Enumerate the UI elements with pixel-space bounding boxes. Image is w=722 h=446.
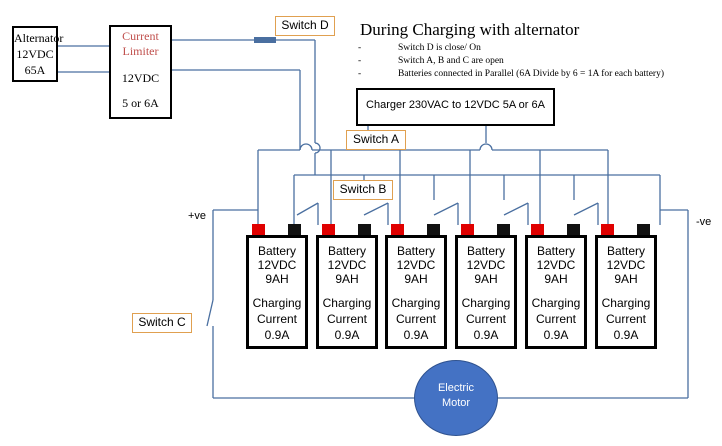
battery-current-label: Current: [535, 312, 576, 326]
negative-terminal: [567, 224, 580, 235]
positive-terminal: [601, 224, 614, 235]
battery-current-label: Current: [465, 312, 506, 326]
battery-voltage: 12VDC: [466, 258, 506, 272]
switch-a-label: Switch A: [346, 130, 406, 150]
charger-box: Charger 230VAC to 12VDC 5A or 6A: [356, 88, 555, 126]
battery-charging: Charging: [601, 296, 651, 310]
alternator-voltage: 12VDC: [16, 47, 54, 61]
battery-charging: Charging: [252, 296, 302, 310]
note-item: Switch D is close/ On: [358, 42, 664, 55]
switch-c-blade: [206, 299, 214, 327]
battery-current-label: Current: [326, 312, 367, 326]
battery-current-label: Current: [605, 312, 646, 326]
battery-capacity: 9AH: [614, 272, 638, 286]
limiter-title: Current Limiter: [122, 29, 159, 58]
switch-blade-1: [296, 202, 319, 216]
battery-capacity: 9AH: [265, 272, 289, 286]
alternator-current: 65A: [24, 63, 46, 77]
battery-name: Battery: [606, 244, 645, 258]
electric-motor: Electric Motor: [414, 360, 498, 436]
diagram-title: During Charging with alternator: [360, 20, 580, 39]
battery-name: Battery: [396, 244, 435, 258]
battery-name: Battery: [536, 244, 575, 258]
battery-current: 0.9A: [264, 328, 290, 342]
note-item: Batteries connected in Parallel (6A Divi…: [358, 68, 664, 81]
negative-terminal: [497, 224, 510, 235]
wire-crossover-d: [314, 142, 321, 154]
battery-voltage: 12VDC: [327, 258, 367, 272]
battery-capacity: 9AH: [404, 272, 428, 286]
switch-b-label: Switch B: [333, 180, 393, 200]
positive-terminal: [391, 224, 404, 235]
battery-voltage: 12VDC: [257, 258, 297, 272]
positive-terminal: [252, 224, 265, 235]
switch-blade-5: [573, 202, 599, 216]
battery-charging: Charging: [322, 296, 372, 310]
battery-current-label: Current: [256, 312, 297, 326]
switch-blade-3: [433, 202, 459, 216]
wire-crossover-right: [479, 143, 493, 151]
negative-label: -ve: [696, 216, 712, 228]
battery-voltage: 12VDC: [396, 258, 436, 272]
battery-capacity: 9AH: [474, 272, 498, 286]
positive-terminal: [531, 224, 544, 235]
battery-current: 0.9A: [334, 328, 360, 342]
limiter-current: 5 or 6A: [122, 96, 159, 110]
motor-label-line2: Motor: [441, 397, 471, 409]
wire-crossover-left: [299, 143, 313, 151]
notes-list: Switch D is close/ On Switch A, B and C …: [358, 42, 664, 81]
battery-name: Battery: [466, 244, 505, 258]
negative-terminal: [288, 224, 301, 235]
motor-label-line1: Electric: [437, 382, 475, 394]
negative-terminal: [637, 224, 650, 235]
switch-d-label: Switch D: [275, 16, 335, 36]
note-item: Switch A, B and C are open: [358, 55, 664, 68]
battery-capacity: 9AH: [335, 272, 359, 286]
battery-current: 0.9A: [543, 328, 569, 342]
negative-terminal: [427, 224, 440, 235]
battery-current-label: Current: [395, 312, 436, 326]
negative-terminal: [358, 224, 371, 235]
alternator-label: Alternator: [14, 31, 64, 45]
switch-blade-4: [503, 202, 529, 216]
current-limiter-box: Current Limiter 12VDC 5 or 6A: [109, 25, 172, 119]
switch-d-marker: [254, 37, 276, 43]
battery-current: 0.9A: [403, 328, 429, 342]
switch-c-label: Switch C: [132, 313, 192, 333]
positive-terminal: [461, 224, 474, 235]
limiter-voltage: 12VDC: [121, 71, 160, 85]
battery-current: 0.9A: [613, 328, 639, 342]
battery-voltage: 12VDC: [536, 258, 576, 272]
battery-charging: Charging: [531, 296, 581, 310]
battery-name: Battery: [257, 244, 296, 258]
battery-name: Battery: [327, 244, 366, 258]
positive-label: +ve: [188, 210, 207, 222]
battery-charging: Charging: [461, 296, 511, 310]
battery-charging: Charging: [391, 296, 441, 310]
battery-voltage: 12VDC: [606, 258, 646, 272]
battery-current: 0.9A: [473, 328, 499, 342]
battery-capacity: 9AH: [544, 272, 568, 286]
alternator-box: Alternator 12VDC 65A: [12, 26, 64, 82]
positive-terminal: [322, 224, 335, 235]
switch-blade-2: [363, 202, 389, 216]
